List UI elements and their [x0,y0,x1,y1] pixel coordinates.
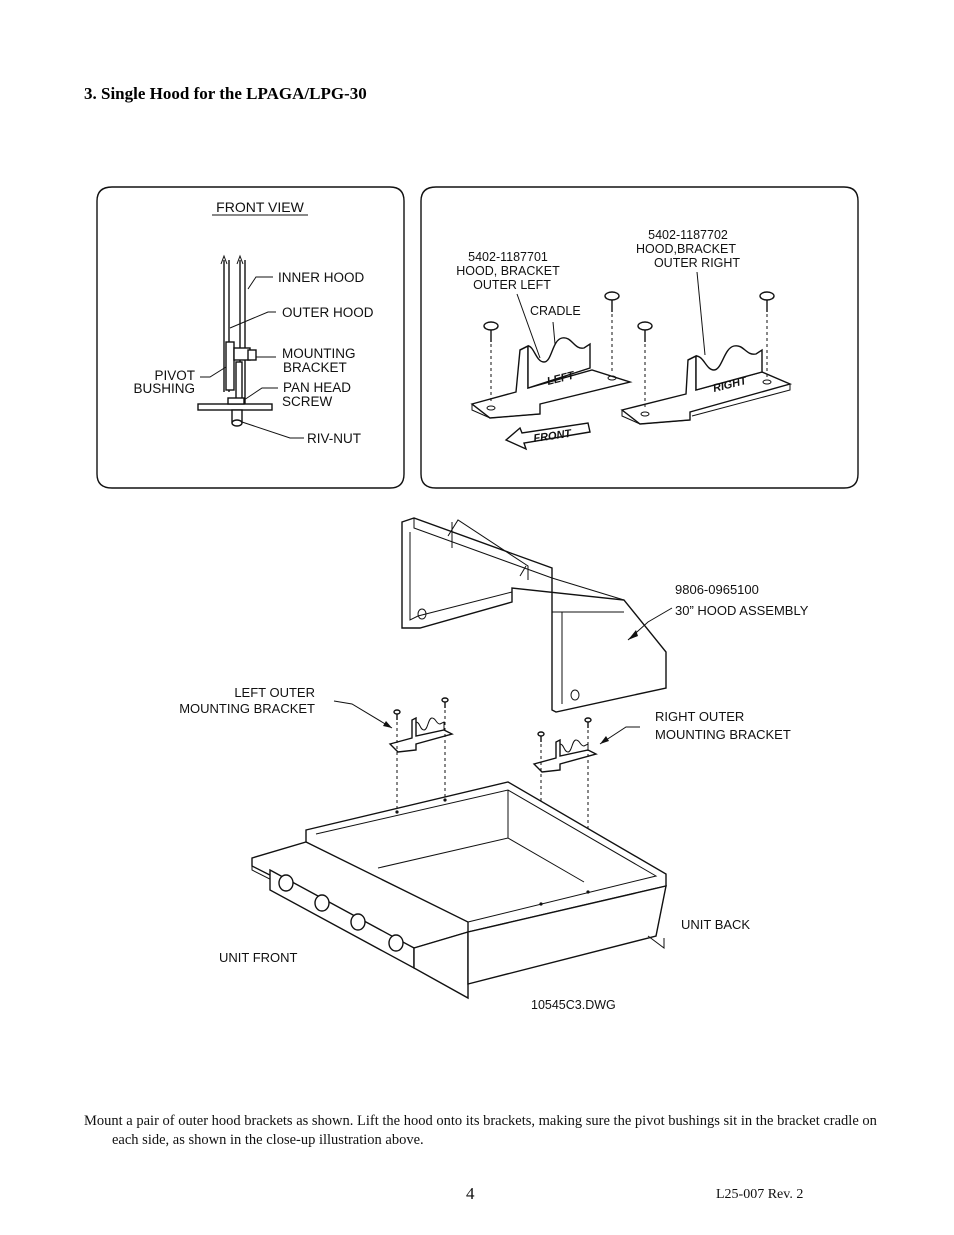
page-number: 4 [466,1184,475,1203]
right-bracket-desc-1: HOOD,BRACKET [636,242,736,256]
left-bracket-desc-1: HOOD, BRACKET [456,264,560,278]
inner-hood-label: INNER HOOD [278,270,365,285]
pan-head-screws [483,291,775,410]
front-view-section-drawing [197,254,273,427]
drawing-number: 10545C3.DWG [531,998,616,1012]
left-outer-bracket-label-2: MOUNTING BRACKET [179,701,315,716]
right-bracket-desc-2: OUTER RIGHT [654,256,740,270]
pivot-bushing-label-1: PIVOT [154,368,195,383]
bracket-detail-panel: 5402-1187702 HOOD,BRACKET OUTER RIGHT 54… [420,186,859,489]
left-outer-bracket-drawing: LEFT [470,337,633,419]
hood-assembly-label: 30” HOOD ASSEMBLY [675,603,809,618]
hood-part-number: 9806-0965100 [675,582,759,597]
front-view-title: FRONT VIEW [216,199,304,215]
right-bracket-part-number: 5402-1187702 [648,228,728,242]
section-heading: 3. Single Hood for the LPAGA/LPG-30 [84,84,367,103]
document-revision-id: L25-007 Rev. 2 [716,1187,804,1202]
cradle-label: CRADLE [530,304,581,318]
left-bracket-part-number: 5402-1187701 [468,250,548,264]
pan-head-screw-label-1: PAN HEAD [283,380,351,395]
left-mounting-bracket-small [388,697,454,753]
right-outer-bracket-label-2: MOUNTING BRACKET [655,727,791,742]
front-arrow-label: FRONT [533,428,573,445]
griddle-unit-drawing [251,781,667,1000]
right-outer-bracket-drawing: RIGHT [620,345,793,425]
right-outer-bracket-label-1: RIGHT OUTER [655,709,744,724]
hood-assembly-drawing [401,517,667,713]
outer-hood-label: OUTER HOOD [282,305,374,320]
mounting-bracket-label-2: BRACKET [283,360,347,375]
unit-front-label: UNIT FRONT [219,950,298,965]
right-mounting-bracket-small [532,717,598,773]
left-bracket-desc-2: OUTER LEFT [473,278,551,292]
riv-nut-label: RIV-NUT [307,431,361,446]
instructions-paragraph: Mount a pair of outer hood brackets as s… [84,1113,877,1148]
assembly-drawing: 9806-0965100 30” HOOD ASSEMBLY LEFT OUTE… [179,517,809,1012]
mounting-bracket-label-1: MOUNTING [282,346,356,361]
pan-head-screw-label-2: SCREW [282,394,333,409]
unit-back-label: UNIT BACK [681,917,750,932]
front-direction-arrow-icon: FRONT [504,422,591,451]
front-view-panel: FRONT VIEW [96,186,405,489]
left-outer-bracket-label-1: LEFT OUTER [234,685,315,700]
pivot-bushing-label-2: BUSHING [133,381,195,396]
